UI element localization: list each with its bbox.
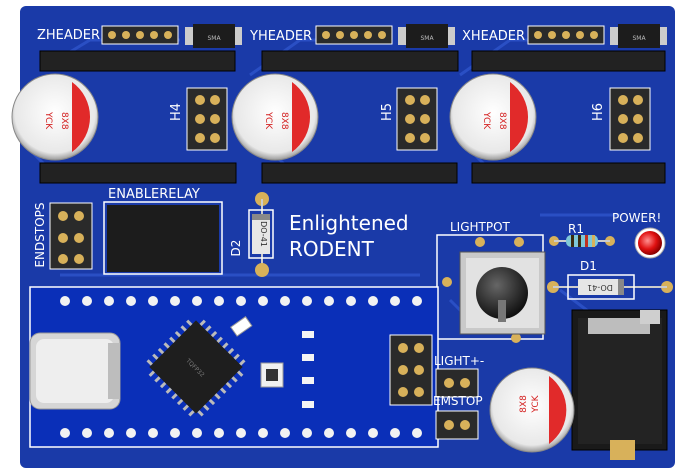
endstops-label: ENDSTOPS — [33, 202, 47, 267]
lightpot-label: LIGHTPOT — [450, 220, 511, 234]
female-header-y-top — [261, 50, 459, 72]
resistor-r1 — [549, 235, 615, 247]
capacitor-power: 8X8 YCK — [489, 367, 575, 453]
svg-text:YCK: YCK — [481, 111, 491, 130]
svg-text:SMA: SMA — [207, 35, 221, 42]
light-header — [435, 368, 479, 398]
potentiometer-lightpot — [436, 234, 546, 343]
power-label: POWER! — [612, 211, 661, 225]
pin-header-h4 — [186, 87, 228, 151]
xheader-pins — [527, 25, 605, 45]
svg-text:8X8: 8X8 — [497, 112, 507, 130]
yheader-label: YHEADER — [249, 29, 312, 44]
svg-text:YCK: YCK — [531, 394, 541, 413]
svg-text:SMA: SMA — [420, 35, 434, 42]
light-label: LIGHT+- — [434, 354, 484, 368]
mcu-chip: TQFP32 — [146, 319, 246, 417]
nano-bottom-pins — [60, 428, 422, 438]
sma-diode-y: SMA — [398, 24, 455, 48]
sma-diode-z: SMA — [185, 24, 242, 48]
arduino-nano: TQFP32 — [29, 286, 439, 448]
female-header-z-bottom — [39, 162, 237, 184]
svg-text:DO-41: DO-41 — [587, 283, 613, 292]
dc-barrel-jack — [571, 309, 668, 460]
svg-text:YCK: YCK — [43, 111, 53, 130]
pin-header-h6 — [609, 87, 651, 151]
h6-label: H6 — [591, 103, 606, 121]
nano-top-pins — [60, 296, 422, 306]
pin-header-h5 — [396, 87, 438, 151]
yheader-pins — [315, 25, 393, 45]
enablerelay-module — [103, 201, 223, 275]
usb-c-connector — [29, 332, 121, 410]
icsp-header — [389, 334, 433, 406]
power-led — [634, 227, 666, 259]
enablerelay-label: ENABLERELAY — [108, 187, 200, 202]
h4-label: H4 — [169, 103, 184, 121]
emstop-label: EMSTOP — [433, 394, 483, 408]
female-header-z-top — [39, 50, 236, 72]
svg-text:8X8: 8X8 — [279, 112, 289, 130]
board-title-line1: Enlightened — [289, 211, 409, 235]
crystal — [230, 316, 253, 337]
diode-d2: DO-41 — [248, 192, 274, 277]
capacitor-z: 8X8 YCK — [11, 73, 99, 161]
smd-pads — [302, 331, 314, 408]
diode-d1: DO-41 — [547, 274, 673, 300]
h5-label: H5 — [380, 103, 395, 121]
svg-text:8X8: 8X8 — [59, 112, 69, 130]
r1-label: R1 — [568, 222, 584, 236]
emstop-header — [435, 410, 479, 440]
xheader-label: XHEADER — [462, 29, 525, 44]
female-header-y-bottom — [261, 162, 458, 184]
capacitor-x: 8X8 YCK — [449, 73, 537, 161]
svg-text:DO-41: DO-41 — [259, 221, 268, 247]
capacitor-y: 8X8 YCK — [231, 73, 319, 161]
svg-text:8X8: 8X8 — [519, 395, 529, 413]
board-title-line2: RODENT — [289, 237, 375, 261]
reset-button — [260, 362, 284, 388]
zheader-label: ZHEADER — [37, 28, 100, 43]
endstops-header — [49, 202, 93, 270]
sma-diode-x: SMA — [610, 24, 667, 48]
d1-label: D1 — [580, 259, 597, 273]
svg-text:SMA: SMA — [632, 35, 646, 42]
female-header-x-top — [471, 50, 666, 72]
zheader-pins — [101, 25, 179, 45]
d2-label: D2 — [229, 240, 243, 257]
female-header-x-bottom — [471, 162, 666, 184]
svg-text:YCK: YCK — [263, 111, 273, 130]
